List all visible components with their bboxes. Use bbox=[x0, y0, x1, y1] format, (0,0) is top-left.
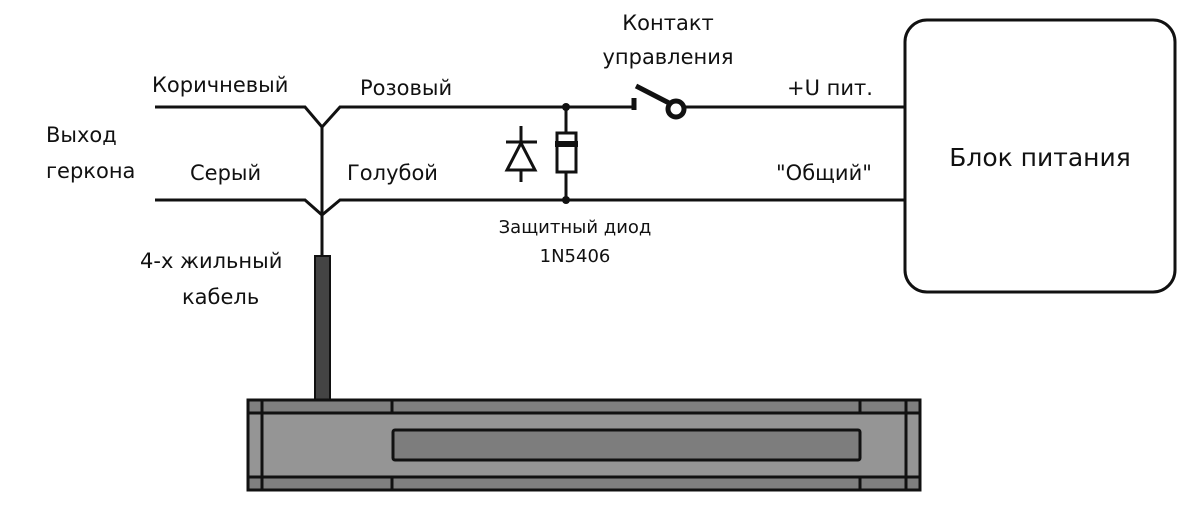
control-contact-label-1: Контакт bbox=[622, 11, 714, 35]
cable-label-2: кабель bbox=[182, 285, 259, 309]
reed-output-label-2: геркона bbox=[46, 159, 135, 183]
protective-diode bbox=[555, 103, 578, 204]
top-wire bbox=[155, 105, 632, 130]
power-supply-label: Блок питания bbox=[949, 143, 1131, 172]
control-contact-label-2: управления bbox=[602, 45, 733, 69]
grey-wire-label: Серый bbox=[190, 161, 261, 185]
power-supply-box bbox=[903, 18, 1177, 294]
cable bbox=[314, 255, 331, 403]
pink-wire-label: Розовый bbox=[360, 76, 452, 100]
blue-wire-label: Голубой bbox=[347, 161, 438, 185]
plus-u-label: +U пит. bbox=[787, 76, 873, 100]
bottom-wire bbox=[155, 198, 905, 217]
diode-symbol-icon bbox=[504, 126, 538, 182]
common-label: "Общий" bbox=[776, 161, 872, 185]
brown-wire-label: Коричневый bbox=[152, 73, 288, 97]
diode-label-2: 1N5406 bbox=[540, 246, 611, 267]
cable-label-1: 4-х жильный bbox=[140, 249, 282, 273]
control-contact-switch bbox=[631, 83, 905, 120]
diode-label-1: Защитный диод bbox=[499, 217, 652, 238]
reed-output-label-1: Выход bbox=[46, 123, 117, 147]
reed-switch-housing bbox=[246, 398, 922, 492]
